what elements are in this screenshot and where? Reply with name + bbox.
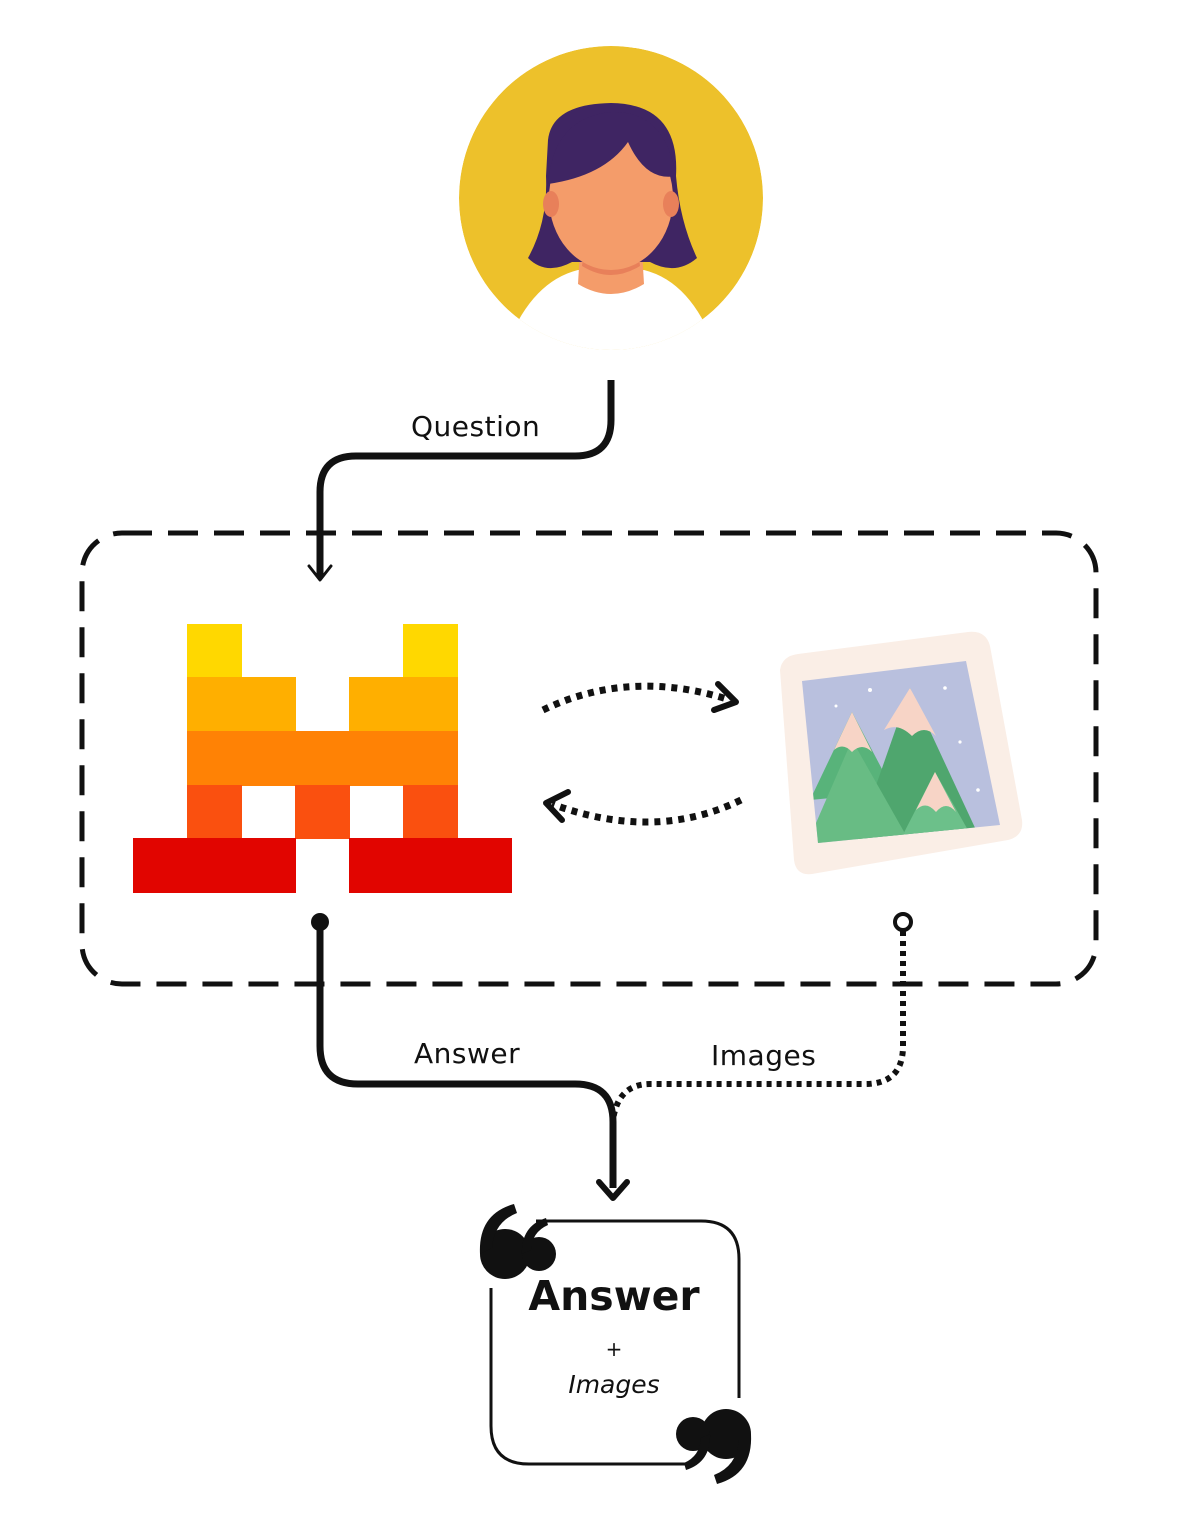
- output-card-separator: +: [605, 1337, 623, 1361]
- open-quote-icon: [479, 1204, 556, 1279]
- output-card-subtitle: Images: [568, 1370, 660, 1399]
- close-quote-icon: [676, 1409, 752, 1484]
- question-label: Question: [411, 410, 541, 443]
- user-avatar-icon: [459, 46, 763, 350]
- question-edge: [307, 380, 615, 582]
- images-edge-label: Images: [711, 1039, 817, 1072]
- output-card: [489, 1219, 741, 1466]
- retrieve-edge-bottom: [543, 789, 743, 826]
- retrieve-edge-top: [541, 681, 739, 714]
- answer-edge-label: Answer: [414, 1037, 521, 1070]
- mistral-logo-icon: [133, 624, 512, 893]
- answer-edge: [311, 913, 630, 1201]
- images-edge: [610, 912, 913, 1121]
- output-card-title: Answer: [528, 1272, 700, 1320]
- picture-frame-icon: [780, 631, 1023, 875]
- system-container: [79, 530, 1099, 987]
